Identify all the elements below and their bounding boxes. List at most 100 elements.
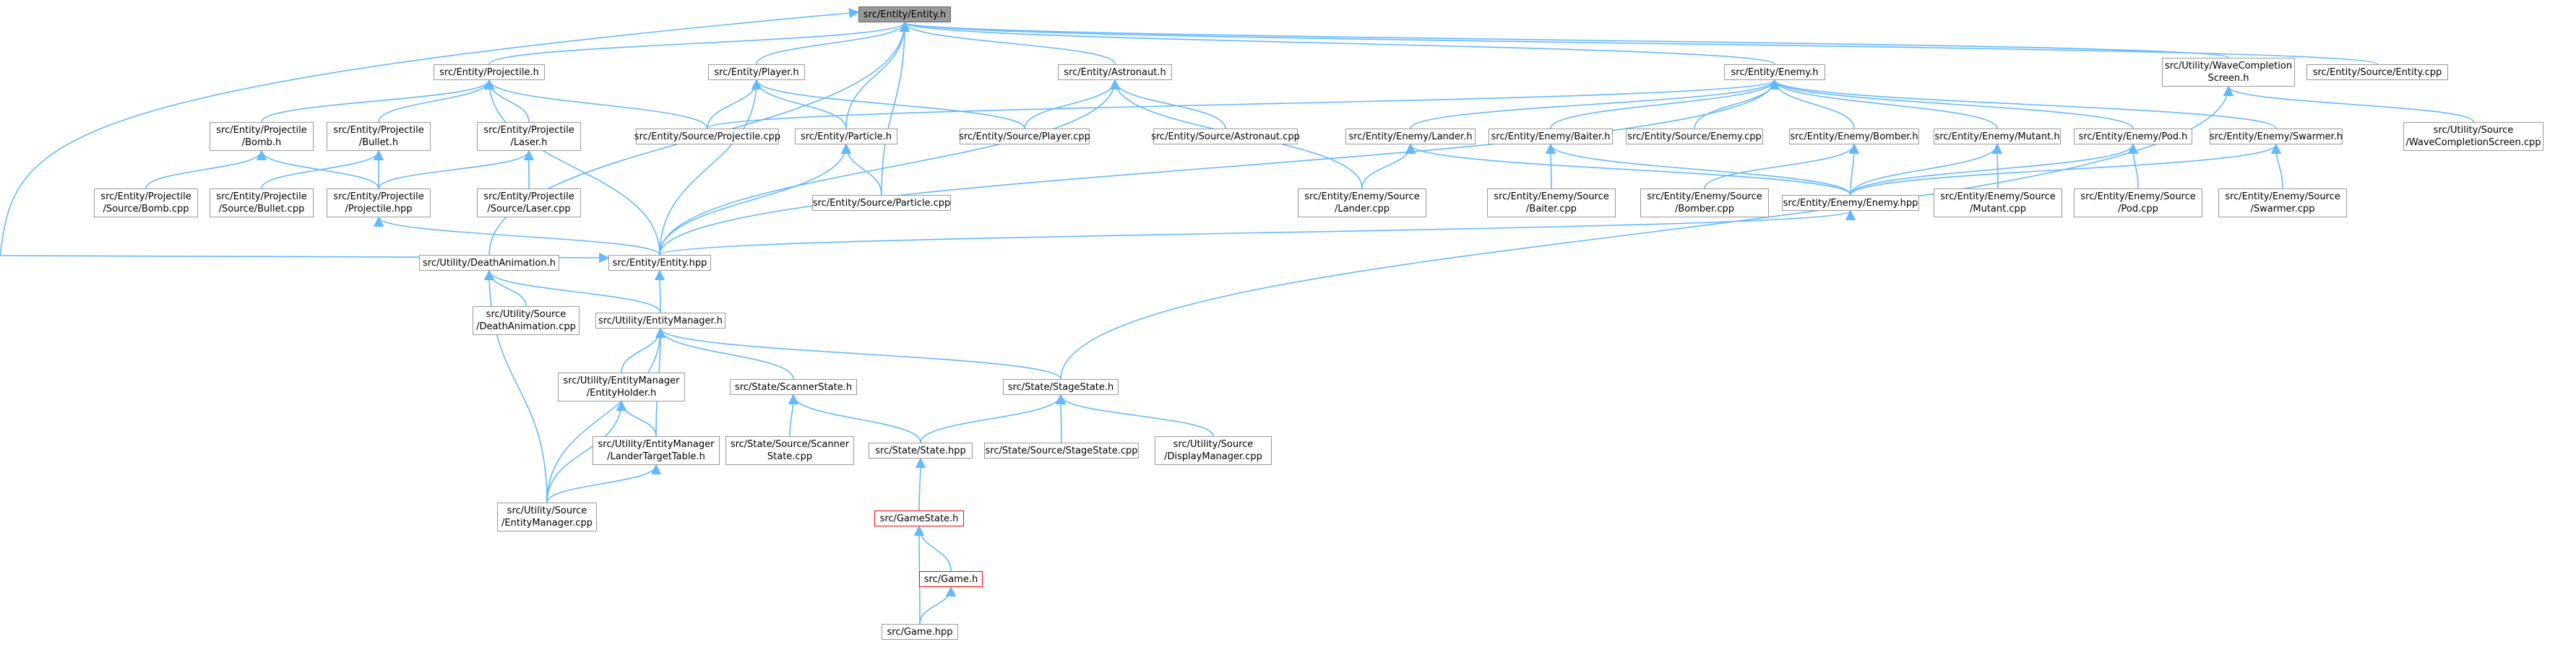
edge-baiter-h-to-enemy-h (1550, 79, 1780, 129)
node-particle-cpp[interactable]: src/Entity/Source/Particle.cpp (812, 195, 951, 211)
node-baiter-cpp[interactable]: src/Entity/Enemy/Source/Baiter.cpp (1487, 188, 1616, 217)
node-bomber-h[interactable]: src/Entity/Enemy/Bomber.h (1789, 129, 1919, 144)
edge-entitymanager-cpp-to-entityholder-h (546, 400, 627, 503)
node-pod-cpp[interactable]: src/Entity/Enemy/Source/Pod.cpp (2074, 188, 2202, 217)
edge-mutant-h-to-enemy-h (1769, 79, 1998, 129)
edge-landertarget-h-to-entityholder-h (616, 400, 657, 437)
edge-player-cpp-to-player-h (751, 79, 1025, 129)
node-swarmer-cpp[interactable]: src/Entity/Enemy/Source/Swarmer.cpp (2218, 188, 2347, 217)
edge-swarmer-h-to-enemy-h (1770, 79, 2277, 129)
node-bomber-cpp[interactable]: src/Entity/Enemy/Source/Bomber.cpp (1640, 188, 1769, 217)
edge-mutant-cpp-to-mutant-h (1991, 143, 2003, 189)
node-entity-h[interactable]: src/Entity/Entity.h (858, 6, 951, 22)
edge-projectile-cpp-to-projectile-h (483, 79, 708, 129)
node-particle-h[interactable]: src/Entity/Particle.h (795, 129, 897, 144)
edge-entity-hpp-to-enemy-h (659, 79, 1780, 256)
node-entitymanager-h[interactable]: src/Utility/EntityManager.h (595, 313, 725, 329)
edge-enemy-hpp-to-baiter-h (1545, 143, 1851, 196)
node-deathanim-h[interactable]: src/Utility/DeathAnimation.h (419, 255, 559, 271)
node-game-h[interactable]: src/Game.h (919, 571, 983, 587)
node-bullet-cpp[interactable]: src/Entity/Projectile/Source/Bullet.cpp (210, 188, 314, 217)
node-astronaut-h[interactable]: src/Entity/Astronaut.h (1058, 64, 1172, 80)
node-gamestate-h[interactable]: src/GameState.h (874, 511, 964, 526)
edge-player-h-to-entity-h (756, 21, 910, 65)
edge-lander-h-to-enemy-h (1410, 79, 1780, 129)
edge-enemy-h-to-entity-h (900, 21, 1775, 65)
node-projectile-h[interactable]: src/Entity/Projectile.h (434, 64, 545, 80)
node-scannerstate-h[interactable]: src/State/ScannerState.h (730, 379, 857, 395)
node-stagestate-h[interactable]: src/State/StageState.h (1003, 379, 1119, 395)
edge-projectile-h-to-entity-h (488, 21, 910, 65)
edge-bomber-cpp-to-bomber-h (1704, 143, 1860, 189)
edge-entity-hpp-to-astronaut-h (659, 79, 1121, 256)
node-wavecompletion-cpp[interactable]: src/Utility/Source/WaveCompletionScreen.… (2403, 122, 2543, 151)
node-baiter-h[interactable]: src/Entity/Enemy/Baiter.h (1489, 129, 1613, 144)
node-bullet-h[interactable]: src/Entity/Projectile/Bullet.h (327, 122, 431, 151)
edge-stagestate-h-to-entitymanager-h (655, 327, 1061, 380)
node-mutant-h[interactable]: src/Entity/Enemy/Mutant.h (1934, 129, 2061, 144)
edge-projectile-cpp-to-enemy-h (707, 79, 1780, 129)
edge-entitymanager-h-to-deathanim-h (483, 269, 661, 313)
edge-bomb-h-to-projectile-h (261, 79, 495, 123)
edge-wavecompletion-h-to-entity-h (900, 21, 2229, 58)
node-displaymanager-cpp[interactable]: src/Utility/Source/DisplayManager.cpp (1155, 436, 1272, 465)
node-astronaut-cpp[interactable]: src/Entity/Source/Astronaut.cpp (1151, 129, 1300, 144)
node-entityholder-h[interactable]: src/Utility/EntityManager/EntityHolder.h (558, 373, 685, 401)
node-projectile-cpp[interactable]: src/Entity/Source/Projectile.cpp (634, 129, 780, 144)
edge-entity-hpp-to-enemy-hpp (659, 209, 1856, 256)
node-bomb-cpp[interactable]: src/Entity/Projectile/Source/Bomb.cpp (94, 188, 198, 217)
node-lander-cpp[interactable]: src/Entity/Enemy/Source/Lander.cpp (1298, 188, 1426, 217)
edge-gamestate-h-to-state-hpp (915, 457, 926, 511)
node-swarmer-h[interactable]: src/Entity/Enemy/Swarmer.h (2210, 129, 2343, 144)
node-projectile-hpp[interactable]: src/Entity/Projectile/Projectile.hpp (327, 188, 431, 217)
edge-swarmer-cpp-to-swarmer-h (2270, 143, 2283, 189)
node-laser-cpp[interactable]: src/Entity/Projectile/Source/Laser.cpp (477, 188, 581, 217)
node-game-hpp[interactable]: src/Game.hpp (882, 624, 958, 640)
edge-particle-h-to-entity-h (845, 21, 910, 129)
edge-particle-h-to-player-h (751, 79, 847, 129)
node-state-hpp[interactable]: src/State/State.hpp (869, 443, 973, 459)
node-stagestate-cpp[interactable]: src/State/Source/StageState.cpp (984, 443, 1139, 459)
edge-state-hpp-to-stagestate-h (920, 394, 1067, 443)
edge-astronaut-cpp-to-astronaut-h (1109, 79, 1226, 129)
node-pod-h[interactable]: src/Entity/Enemy/Pod.h (2074, 129, 2192, 144)
node-enemy-cpp[interactable]: src/Entity/Source/Enemy.cpp (1626, 129, 1763, 144)
node-entitymanager-cpp[interactable]: src/Utility/Source/EntityManager.cpp (497, 503, 597, 531)
node-bomb-h[interactable]: src/Entity/Projectile/Bomb.h (210, 122, 314, 151)
edge-particle-cpp-to-entity-h (881, 21, 910, 196)
node-entity-cpp[interactable]: src/Entity/Source/Entity.cpp (2306, 64, 2448, 80)
edge-game-hpp-to-game-h (919, 586, 957, 625)
edge-wavecompletion-cpp-to-wavecompletion-h (2223, 85, 2474, 123)
node-deathanim-cpp[interactable]: src/Utility/Source/DeathAnimation.cpp (473, 306, 580, 335)
edge-entityholder-h-to-entitymanager-h (621, 327, 666, 373)
edge-enemy-hpp-to-bomber-h (1848, 143, 1860, 196)
edge-bullet-h-to-projectile-h (378, 79, 495, 123)
node-enemy-h[interactable]: src/Entity/Enemy.h (1724, 64, 1825, 80)
edge-projectile-hpp-to-laser-h (378, 149, 535, 189)
node-laser-h[interactable]: src/Entity/Projectile/Laser.h (477, 122, 581, 151)
edge-entitymanager-cpp-to-landertarget-h (546, 464, 662, 503)
edge-projectile-cpp-to-player-h (707, 79, 762, 129)
node-player-h[interactable]: src/Entity/Player.h (708, 64, 805, 80)
edge-pod-h-to-enemy-h (1769, 79, 2134, 129)
edge-scannerstate-h-to-entitymanager-h (655, 327, 794, 380)
node-mutant-cpp[interactable]: src/Entity/Enemy/Source/Mutant.cpp (1934, 188, 2062, 217)
node-lander-h[interactable]: src/Entity/Enemy/Lander.h (1345, 129, 1476, 144)
edge-deathanim-cpp-to-deathanim-h (483, 269, 527, 307)
node-landertarget-h[interactable]: src/Utility/EntityManager/LanderTargetTa… (593, 436, 720, 465)
edge-enemy-hpp-to-lander-h (1405, 143, 1851, 196)
node-enemy-hpp[interactable]: src/Entity/Enemy/Enemy.hpp (1782, 195, 1919, 211)
edge-entity-hpp-to-projectile-h (483, 79, 660, 256)
edge-enemy-hpp-to-mutant-h (1850, 143, 2003, 196)
edge-state-hpp-to-scannerstate-h (788, 394, 921, 443)
edge-bomb-cpp-to-bomb-h (145, 149, 267, 189)
edge-scannerstate-cpp-to-scannerstate-h (788, 394, 799, 437)
node-entity-hpp[interactable]: src/Entity/Entity.hpp (608, 255, 711, 271)
edge-entitymanager-cpp-to-entitymanager-h (546, 327, 666, 503)
node-player-cpp[interactable]: src/Entity/Source/Player.cpp (959, 129, 1090, 144)
edge-astronaut-h-to-entity-h (899, 21, 1116, 65)
edge-lander-cpp-to-lander-h (1361, 143, 1416, 189)
